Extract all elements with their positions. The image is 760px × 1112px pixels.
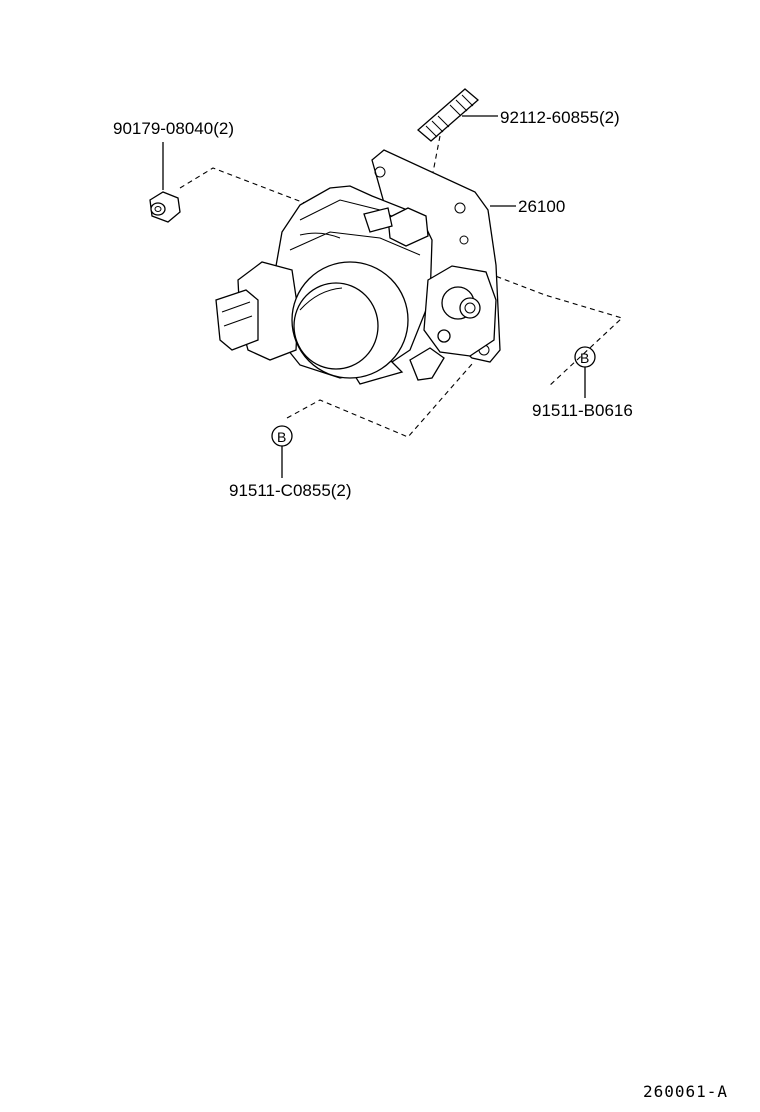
stud-part-number: 92112-60855(2): [500, 108, 620, 127]
bolt-left-marker: B: [271, 425, 293, 447]
stud-part: [417, 88, 479, 142]
bolt-right-part-number: 91511-B0616: [532, 401, 633, 420]
throttle-body-part: [215, 149, 501, 385]
bolt-left-marker-letter: B: [277, 429, 286, 445]
bolt-left-part-number: 91511-C0855(2): [229, 481, 352, 500]
nut-part-number: 90179-08040(2): [113, 119, 234, 138]
bolt-right-marker: B: [574, 346, 596, 368]
bolt-right-marker-letter: B: [580, 350, 589, 366]
diagram-code: 260061-A: [643, 1082, 728, 1101]
nut-part: [149, 191, 181, 223]
assembly-dashed-lines: [179, 135, 624, 438]
throttle-body-part-number: 26100: [518, 197, 565, 216]
